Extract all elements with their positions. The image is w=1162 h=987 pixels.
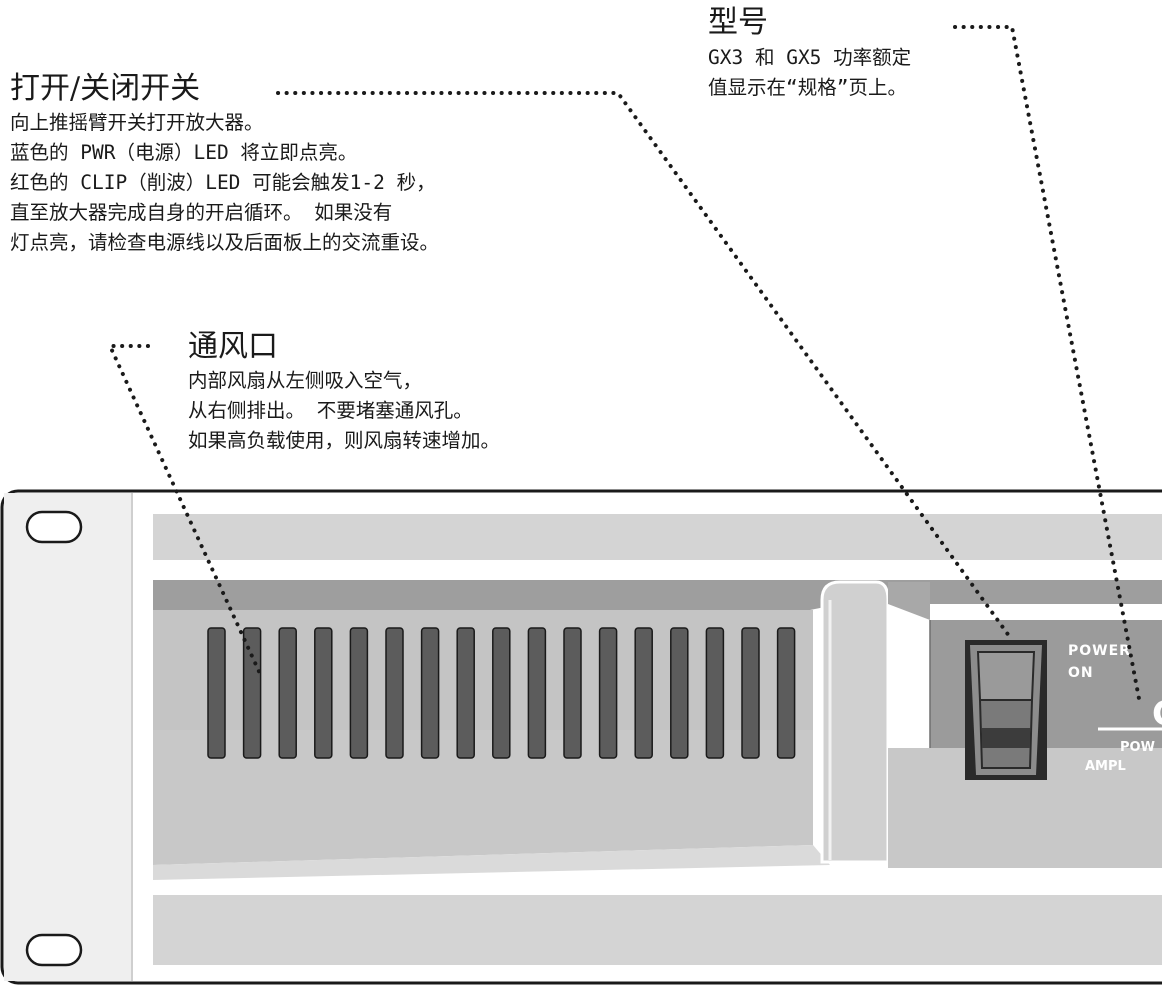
callout-power-switch: 打开/关闭开关 向上推摇臂开关打开放大器。 蓝色的 PWR（电源）LED 将立即… [10, 72, 439, 258]
top-trim-band [153, 514, 1162, 560]
leader-model [953, 25, 1142, 706]
vent-slot [242, 627, 262, 759]
callout-power-switch-title: 打开/关闭开关 [10, 71, 201, 106]
power-rocker-switch[interactable] [965, 640, 1047, 780]
callout-vents-line: 从右侧排出。 不要堵塞通风孔。 [188, 399, 473, 422]
callout-vents-line: 如果高负载使用，则风扇转速增加。 [188, 429, 501, 452]
rocker-top [976, 651, 1036, 701]
callout-power-switch-line: 直至放大器完成自身的开启循环。 如果没有 [10, 201, 393, 224]
power-label-line2: ON [1068, 665, 1094, 681]
callout-vents-title: 通风口 [188, 329, 278, 364]
callout-power-switch-line: 灯点亮，请检查电源线以及后面板上的交流重设。 [10, 231, 440, 254]
vent-slot [420, 627, 440, 759]
callout-power-switch-line: 蓝色的 PWR（电源）LED 将立即点亮。 [10, 141, 358, 164]
callout-vents: 通风口 内部风扇从左侧吸入空气， 从右侧排出。 不要堵塞通风孔。 如果高负载使用… [188, 330, 500, 456]
main-panel-face [153, 610, 813, 730]
rack-mount-hole-top [25, 510, 83, 544]
right-section-lower [888, 748, 1162, 868]
rack-mount-hole-bottom [25, 933, 83, 967]
rocker-dark-band [982, 728, 1030, 748]
rack-ear [4, 493, 132, 981]
vent-slot [705, 627, 725, 759]
callout-model: 型号 GX3 和 GX5 功率额定 值显示在“规格”页上。 [708, 6, 911, 103]
callout-model-line: 值显示在“规格”页上。 [708, 76, 907, 99]
vent-slot [634, 627, 653, 759]
callout-model-line: GX3 和 GX5 功率额定 [708, 46, 912, 69]
callout-vents-body: 内部风扇从左侧吸入空气， 从右侧排出。 不要堵塞通风孔。 如果高负载使用，则风扇… [188, 366, 500, 456]
vent-slot [456, 627, 475, 759]
power-label-line1: POWER [1068, 643, 1131, 659]
vent-slot [598, 627, 618, 759]
callout-model-body: GX3 和 GX5 功率额定 值显示在“规格”页上。 [708, 43, 911, 103]
vent-slot [278, 627, 297, 759]
leader-lines [106, 25, 1142, 706]
brand-logo-letter: G [1152, 694, 1162, 734]
vent-slot [385, 627, 404, 759]
main-panel-bottom-bevel [153, 845, 830, 880]
callout-power-switch-line: 红色的 CLIP（削波）LED 可能会触发1-2 秒， [10, 171, 436, 194]
callout-power-switch-body: 向上推摇臂开关打开放大器。 蓝色的 PWR（电源）LED 将立即点亮。 红色的 … [10, 108, 439, 258]
vent-slot [741, 627, 760, 759]
vent-slot [349, 627, 369, 759]
vent-slot [776, 627, 796, 759]
main-panel-lower-slope [153, 730, 813, 865]
vent-slot [563, 627, 582, 759]
bottom-trim-band [153, 895, 1162, 965]
vent-slot [207, 627, 226, 759]
product-label-line1: POW [1120, 740, 1155, 755]
right-section-bevel [888, 582, 930, 620]
callout-vents-line: 内部风扇从左侧吸入空气， [188, 369, 423, 392]
callout-model-title: 型号 [708, 5, 768, 40]
vent-slot [527, 627, 547, 759]
leader-power-switch [276, 91, 1014, 642]
product-label-line2: AMPL [1085, 759, 1126, 774]
vent-slot [492, 627, 511, 759]
vent-slot [314, 627, 333, 759]
callout-power-switch-line: 向上推摇臂开关打开放大器。 [10, 111, 264, 134]
ventilation-slots [207, 627, 796, 759]
vent-slot [670, 627, 689, 759]
panel-divider-column [820, 580, 890, 864]
